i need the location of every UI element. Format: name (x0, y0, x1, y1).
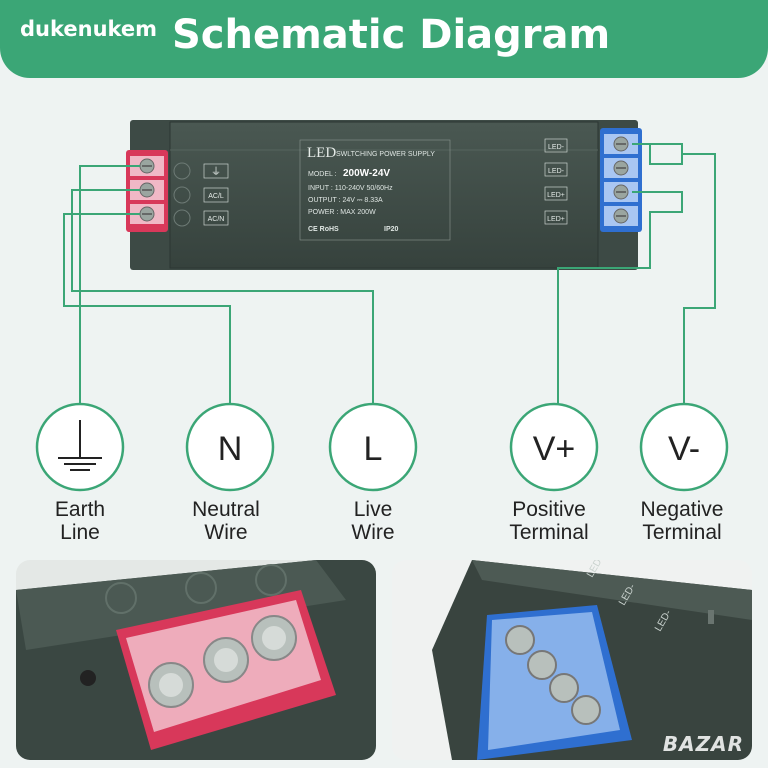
earth-wire (79, 165, 140, 410)
led-plus-1-label: LED+ (547, 192, 565, 199)
output-terminal-block (600, 128, 642, 232)
header-banner: dukenukem Schematic Diagram (0, 0, 768, 78)
watermark: BAZAR (662, 732, 744, 756)
model-label: MODEL : (308, 171, 337, 178)
power-spec: POWER : MAX 200W (308, 209, 376, 216)
live-label-line1: Live (353, 498, 393, 521)
positive-label-line1: Positive (512, 498, 586, 521)
positive-wire (557, 191, 683, 404)
negative-label-line1: Negative (640, 498, 724, 521)
live-wire (71, 189, 374, 404)
live-label: Live Wire (303, 498, 443, 544)
ground-icon (58, 420, 102, 471)
positive-node (509, 402, 599, 492)
wiring (63, 143, 716, 410)
input-terminal-photo (16, 560, 376, 760)
led-plus-2-label: LED+ (547, 216, 565, 223)
brand-name: dukenukem (20, 17, 158, 41)
output-spec: OUTPUT : 24V ⎓ 8.33A (308, 197, 383, 204)
ground-terminal-label: ⏚ (211, 166, 221, 178)
positive-label: Positive Terminal (479, 498, 619, 544)
negative-wire (632, 143, 683, 165)
neutral-symbol: N (218, 430, 243, 468)
power-supply-unit: LED SWLTCHING POWER SUPPLY MODEL : 200W-… (126, 120, 642, 270)
input-spec: INPUT : 110-240V 50/60Hz (308, 185, 393, 192)
led-minus-2-label: LED- (548, 168, 565, 175)
neutral-node (185, 402, 275, 492)
earth-label: Earth Line (10, 498, 150, 544)
left-terminal-labels: ⏚ AC/L AC/N (173, 162, 229, 227)
neutral-label-line2: Wire (204, 521, 248, 544)
right-terminal-labels: LED- LED- LED+ LED+ (544, 138, 568, 225)
neutral-label-line1: Neutral (192, 498, 260, 521)
device-logo-sub: SWLTCHING POWER SUPPLY (336, 151, 435, 158)
acl-terminal-label: AC/L (208, 193, 224, 200)
device-logo: LED (307, 145, 336, 161)
page-title: Schematic Diagram (172, 12, 611, 58)
live-symbol: L (364, 430, 383, 468)
model-value: 200W-24V (343, 168, 390, 179)
led-minus-1-label: LED- (548, 144, 565, 151)
positive-label-line2: Terminal (509, 521, 589, 544)
earth-label-line2: Line (60, 521, 100, 544)
negative-label: Negative Terminal (612, 498, 752, 544)
negative-node (639, 402, 729, 492)
input-terminal-block (126, 150, 168, 232)
neutral-label: Neutral Wire (156, 498, 296, 544)
live-label-line2: Wire (351, 521, 395, 544)
live-node (328, 402, 418, 492)
positive-symbol: V+ (533, 430, 576, 468)
neutral-wire (63, 213, 231, 404)
negative-wire-down (682, 153, 716, 404)
negative-label-line2: Terminal (642, 521, 722, 544)
earth-label-line1: Earth (54, 498, 106, 521)
acn-terminal-label: AC/N (208, 216, 225, 223)
negative-symbol: V- (668, 430, 700, 468)
ip-rating: IP20 (384, 226, 399, 233)
output-terminal-photo: LED+ LED- LED- BAZAR (392, 560, 752, 760)
cert-marks: CE RoHS (308, 226, 339, 233)
connection-nodes: N L V+ V- (35, 402, 729, 492)
